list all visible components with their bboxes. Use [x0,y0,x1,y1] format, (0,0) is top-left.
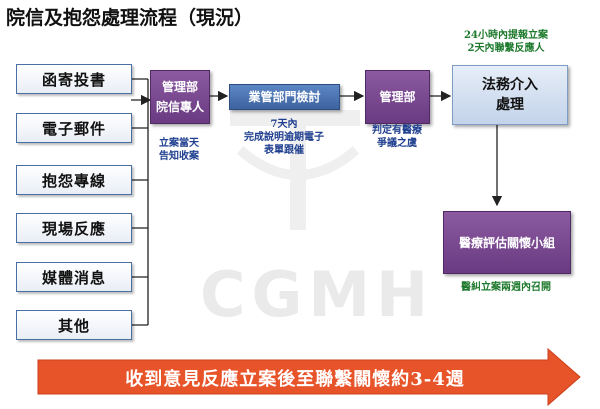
mgmt-dept-box: 管理部 院信專人 [150,70,210,124]
seven-days-line3: 表單跟催 [264,145,304,156]
source-media: 媒體消息 [16,262,132,292]
mgmt-dept-line2: 院信專人 [155,100,204,114]
legal-box: 法務介入 處理 [452,65,568,125]
same-day-line2: 告知收案 [159,151,199,162]
legal-time-line2: 2天內聯繫反應人 [467,43,545,54]
timeline-banner-arrow [37,347,581,407]
mgmt-dept-2-box: 管理部 [365,70,430,124]
seven-days-line2: 完成說明逾期電子 [244,132,324,143]
business-dept-box: 業管部門檢討 [229,84,340,110]
page-title: 院信及抱怨處理流程（現況） [6,7,254,29]
source-onsite: 現場反應 [16,213,132,243]
medical-eval-box: 醫療評估關懷小組 [443,211,571,274]
mgmt-dept-line1: 管理部 [161,80,198,94]
seven-days-note: 7天內 完成說明逾期電子 表單跟催 [225,118,343,157]
seven-days-line1: 7天內 [270,119,298,130]
source-email: 電子郵件 [16,113,132,143]
legal-time-line1: 24小時內提報立案 [464,30,548,41]
dispute-line1: 判定有醫療 [372,125,422,136]
watermark-text: CGMH [200,258,434,331]
source-other: 其他 [16,310,132,340]
legal-time-note: 24小時內提報立案 2天內聯繫反應人 [443,29,569,55]
source-letter: 函寄投書 [16,64,132,94]
timeline-banner-text: 收到意見反應立案後至聯繫關懷約3-4週 [125,369,465,390]
source-hotline: 抱怨專線 [16,165,132,195]
legal-line1: 法務介入 [482,77,538,93]
same-day-line1: 立案當天 [159,138,199,149]
same-day-note: 立案當天 告知收案 [146,137,212,163]
dispute-note: 判定有醫療 爭議之虞 [358,124,436,150]
legal-line2: 處理 [496,97,524,113]
dispute-line2: 爭議之虞 [377,138,417,149]
medical-time-note: 醫糾立案兩週內召開 [461,282,551,293]
